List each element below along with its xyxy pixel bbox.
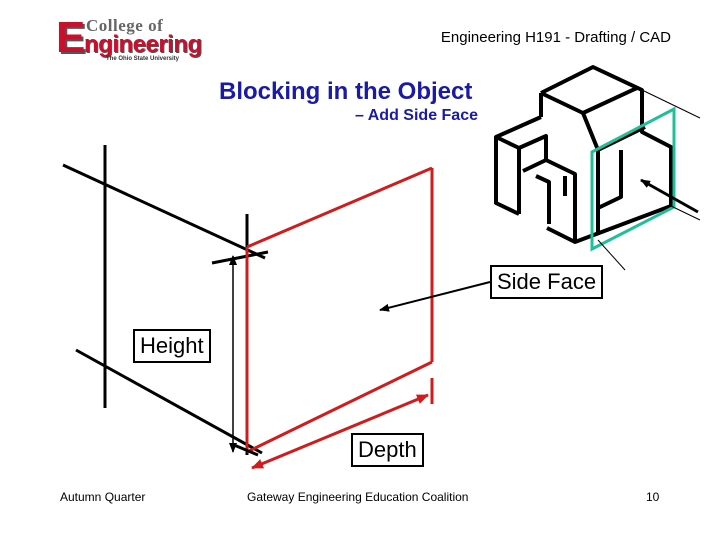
course-title: Engineering H191 - Drafting / CAD <box>440 29 671 46</box>
projection-lines <box>597 89 701 271</box>
logo-engineering-text: ngineering <box>84 31 202 58</box>
side-face-label: Side Face <box>490 265 604 299</box>
construction-lines <box>62 145 269 455</box>
college-of-engineering-logo: E College of ngineering The Ohio State U… <box>56 13 206 63</box>
height-label: Height <box>133 329 211 363</box>
top-corner-tick <box>211 250 269 265</box>
footer-quarter: Autumn Quarter <box>60 490 146 504</box>
logo-letter-e: E <box>56 13 86 62</box>
logo-college-text: College of <box>86 16 164 35</box>
page-number: 10 <box>646 490 660 504</box>
bottom-corner-tick <box>233 443 259 457</box>
teal-side-face-highlight <box>590 106 676 252</box>
footer-coalition: Gateway Engineering Education Coalition <box>247 490 469 504</box>
logo-university-text: The Ohio State University <box>106 56 180 62</box>
red-top-edge <box>246 166 433 249</box>
slide-subtitle: – Add Side Face <box>355 107 478 124</box>
isometric-object-pictorial <box>494 65 673 244</box>
slide-title: Blocking in the Object <box>219 78 473 105</box>
depth-label: Depth <box>351 433 424 467</box>
object-side-face-arrow <box>640 178 699 214</box>
upper-receding-line <box>62 163 266 260</box>
side-face-leader-arrow <box>379 281 491 312</box>
depth-dimension-arrow <box>251 393 429 470</box>
red-side-face-outline <box>245 166 434 454</box>
